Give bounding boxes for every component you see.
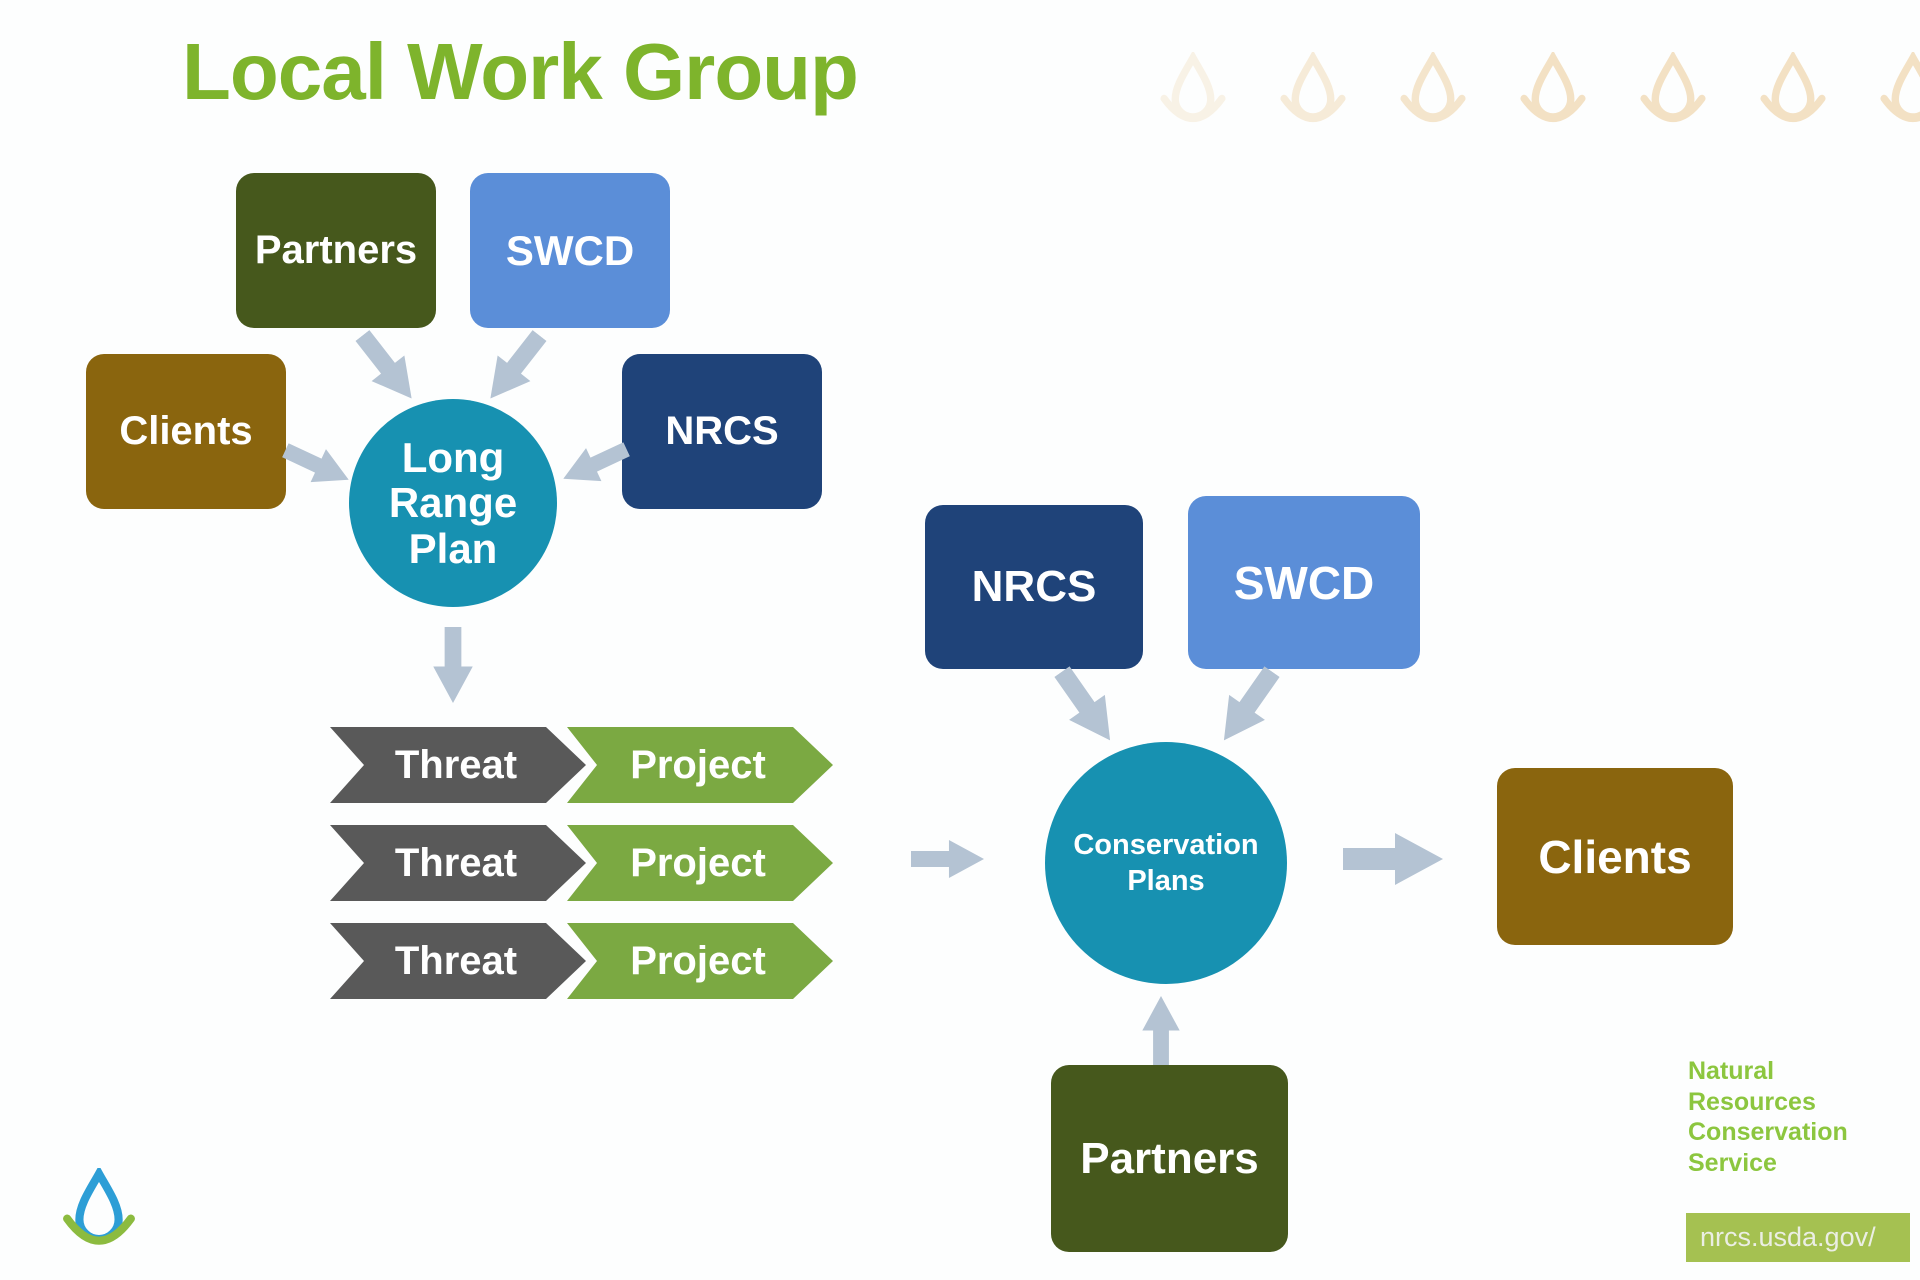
- agency-url-badge: nrcs.usda.gov/: [1686, 1213, 1910, 1262]
- watermark-drop-icon: [1396, 52, 1470, 142]
- watermark-drop-icon: [1876, 52, 1920, 142]
- watermark-drop-icon: [1636, 52, 1710, 142]
- page-title: Local Work Group: [182, 27, 859, 116]
- arrow-partners-to-long-range-plan-icon: [342, 319, 432, 414]
- long-range-plan-circle: Long Range Plan: [349, 399, 557, 607]
- conservation-plans-label: Conservation Plans: [1073, 828, 1259, 897]
- arrow-nrcs-to-conservation-plans-icon: [1041, 657, 1132, 756]
- clients-box-left: Clients: [86, 354, 286, 509]
- project-chevron: Project: [567, 923, 833, 999]
- partners-box-bottom: Partners: [1051, 1065, 1288, 1252]
- swcd-box-top: SWCD: [470, 173, 670, 328]
- clients-box-right: Clients: [1497, 768, 1733, 945]
- partners-box-top: Partners: [236, 173, 436, 328]
- arrow-partners-to-conservation-plans-icon: [1135, 996, 1187, 1068]
- arrow-clients-to-long-range-plan-icon: [276, 429, 359, 500]
- nrcs-box-left: NRCS: [622, 354, 822, 509]
- agency-name: Natural Resources Conservation Service: [1688, 1057, 1848, 1177]
- conservation-plans-circle: Conservation Plans: [1045, 742, 1287, 984]
- watermark-drop-icon: [1156, 52, 1230, 142]
- threat-chevron: Threat: [330, 825, 586, 901]
- watermark-drop-icon: [1276, 52, 1350, 142]
- threat-chevron: Threat: [330, 727, 586, 803]
- arrow-swcd-to-conservation-plans-icon: [1203, 657, 1294, 756]
- swcd-box-right: SWCD: [1188, 496, 1420, 669]
- arrow-long-range-plan-to-threats-icon: [424, 627, 482, 703]
- water-drop-logo: [58, 1168, 140, 1266]
- watermark-drop-icon: [1756, 52, 1830, 142]
- arrow-conservation-plans-to-clients-icon: [1328, 831, 1458, 887]
- nrcs-box-right: NRCS: [925, 505, 1143, 669]
- threat-chevron: Threat: [330, 923, 586, 999]
- arrow-swcd-to-long-range-plan-icon: [470, 319, 560, 414]
- project-chevron: Project: [567, 727, 833, 803]
- watermark-drop-icon: [1516, 52, 1590, 142]
- long-range-plan-label: Long Range Plan: [388, 433, 518, 572]
- arrow-projects-to-conservation-plans-icon: [911, 834, 984, 884]
- project-chevron: Project: [567, 825, 833, 901]
